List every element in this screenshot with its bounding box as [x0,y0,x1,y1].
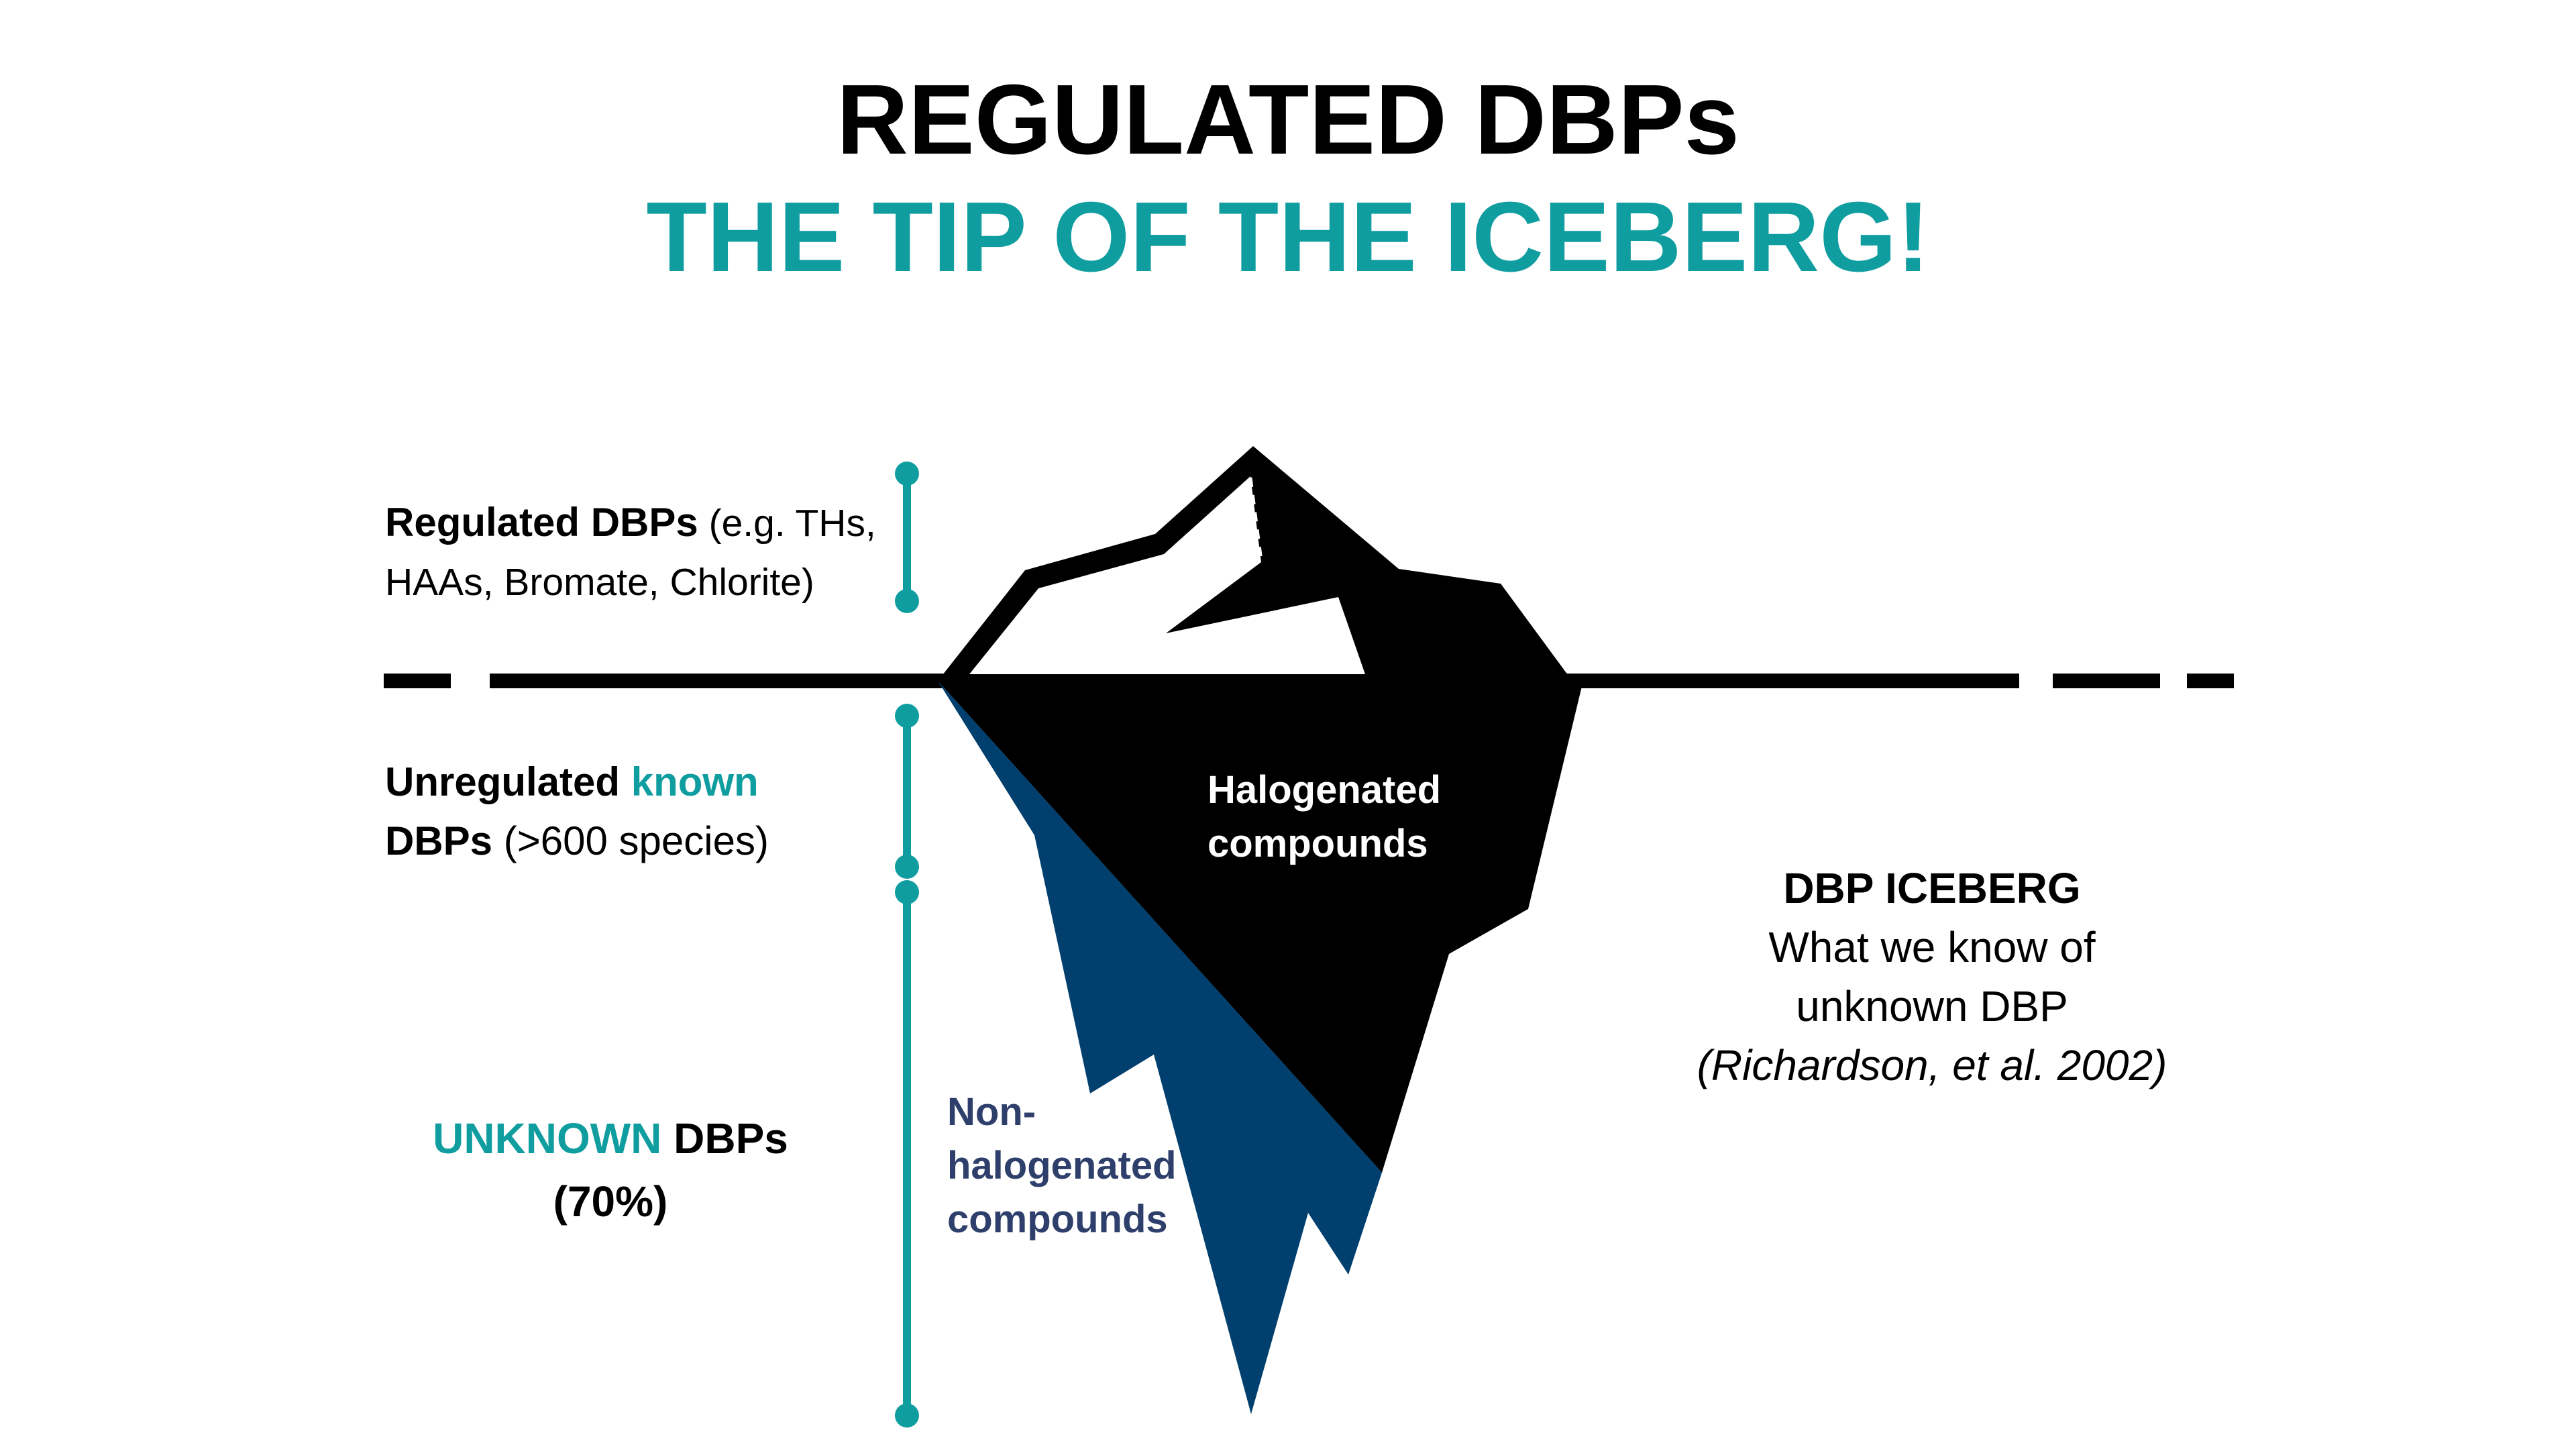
regulated-dbps-bold: Regulated DBPs [385,500,698,545]
unregulated-dbps-label: Unregulated known DBPs (>600 species) [385,753,769,871]
unknown-word: UNKNOWN [433,1114,662,1163]
page-subtitle: THE TIP OF THE ICEBERG! [646,182,1930,292]
range-bracket-unknown [895,880,919,1428]
iceberg-halogenated-region [938,681,1583,1173]
iceberg-caption: DBP ICEBERG What we know of unknown DBP … [1664,859,2200,1095]
unknown-percentage: (70%) [553,1177,668,1226]
iceberg-nonhalogenated-region [938,681,1382,1414]
range-bracket-unregulated [895,704,919,879]
caption-citation: (Richardson, et al. 2002) [1697,1041,2167,1089]
range-bracket-regulated [895,462,919,613]
unregulated-bold: Unregulated [385,759,631,804]
caption-line1: What we know of [1768,923,2096,971]
nonhalogenated-line3: compounds [947,1197,1168,1241]
halogenated-line2: compounds [1208,822,1428,865]
regulated-dbps-examples: (e.g. THs, [698,502,876,545]
unknown-dbps: DBPs [661,1114,788,1163]
caption-title: DBP ICEBERG [1783,864,2081,912]
page-title: REGULATED DBPs [837,64,1739,175]
nonhalogenated-line2: halogenated [947,1144,1177,1187]
regulated-dbps-examples-line2: HAAs, Bromate, Chlorite) [385,561,814,604]
nonhalogenated-line1: Non- [947,1090,1036,1134]
nonhalogenated-compounds-label: Non- halogenated compounds [947,1085,1177,1246]
halogenated-line1: Halogenated [1208,768,1442,812]
halogenated-compounds-label: Halogenated compounds [1208,763,1441,871]
unknown-dbps-label: UNKNOWN DBPs (70%) [376,1107,845,1233]
unregulated-known: known [631,759,759,804]
unregulated-dbps: DBPs [385,818,493,863]
regulated-dbps-label: Regulated DBPs (e.g. THs, HAAs, Bromate,… [385,493,876,612]
unregulated-species: (>600 species) [492,818,769,863]
caption-line2: unknown DBP [1796,982,2068,1030]
iceberg-tip [938,446,1570,681]
